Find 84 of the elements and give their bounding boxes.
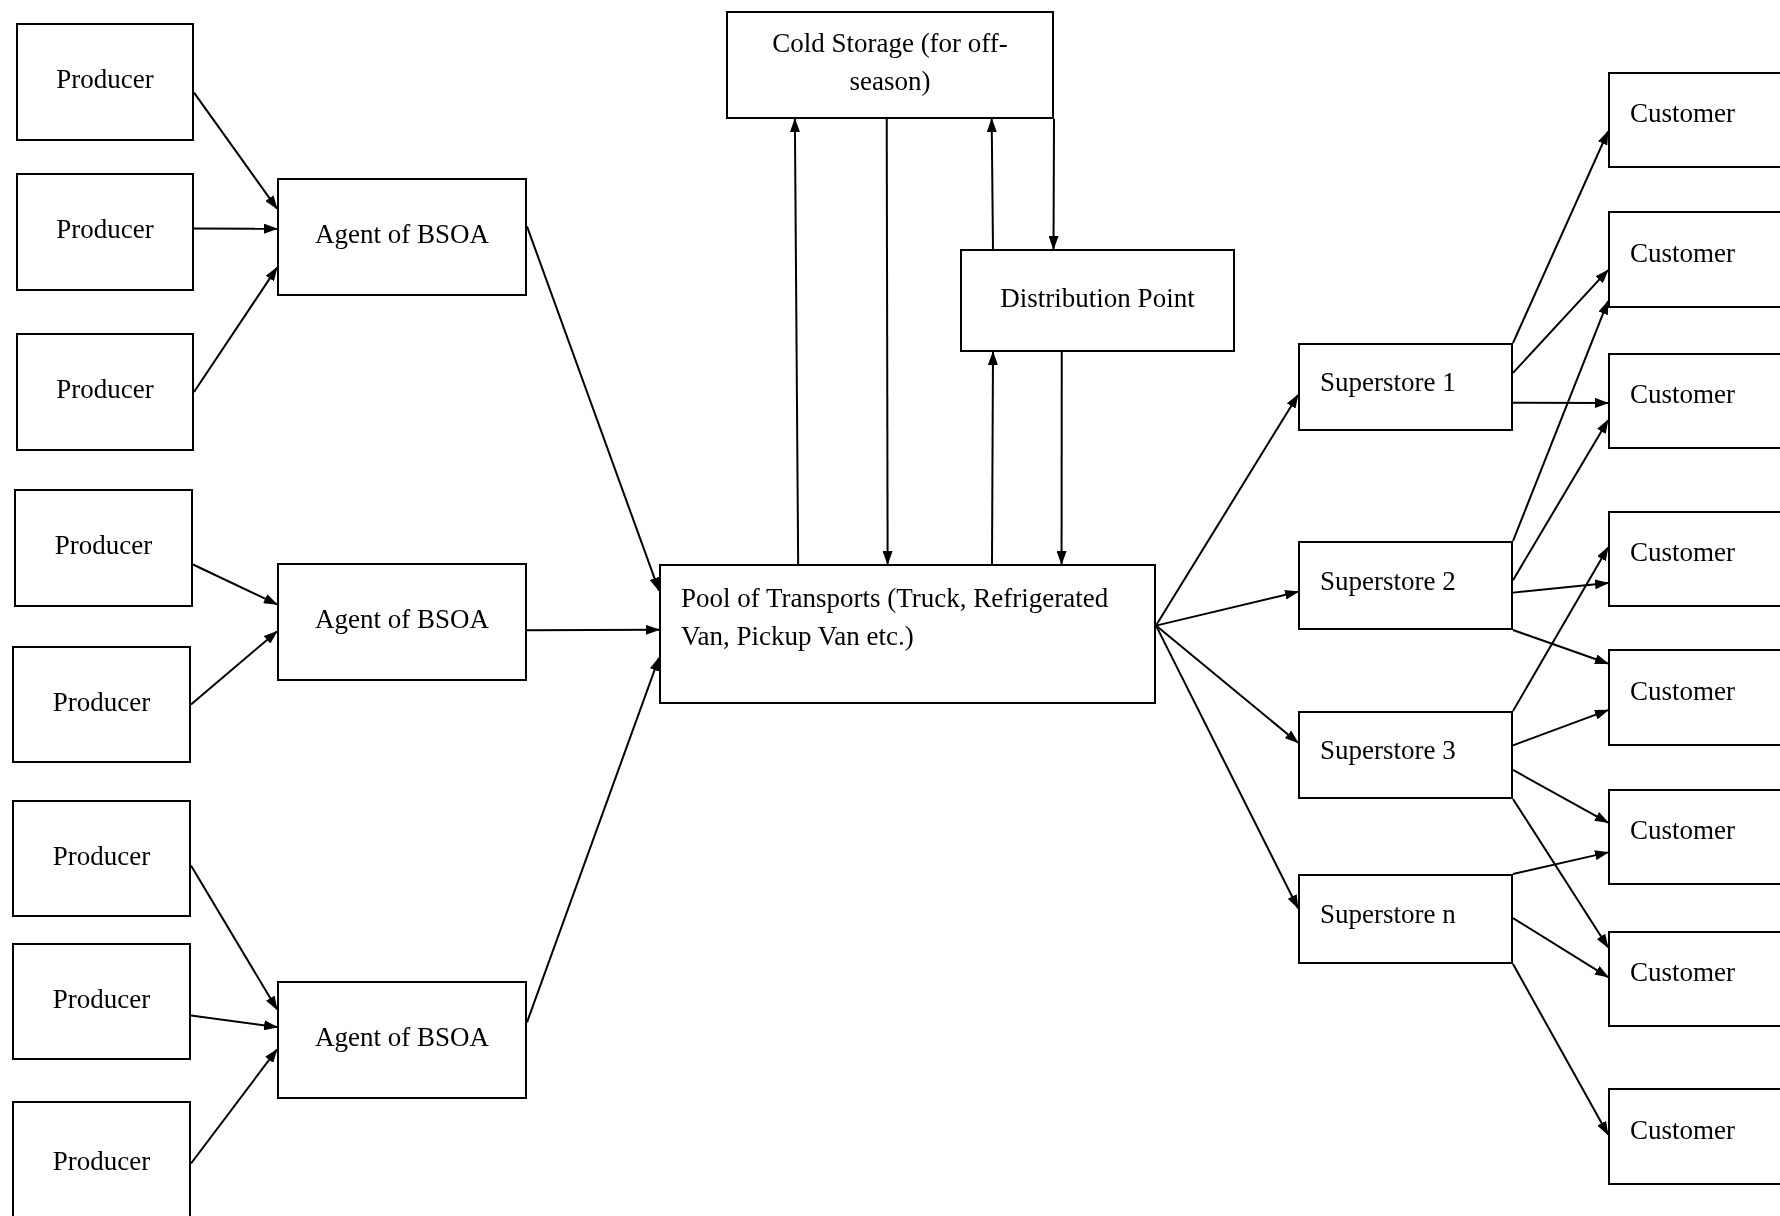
arrow	[1512, 397, 1609, 408]
process-box	[12, 943, 191, 1060]
process-box	[14, 489, 193, 607]
box-label: Producer	[52, 982, 151, 1016]
process-box	[16, 23, 194, 141]
process-box	[277, 178, 527, 296]
arrow	[1512, 579, 1609, 594]
process-box	[1298, 343, 1513, 431]
arrow	[1512, 130, 1609, 344]
arrow	[526, 624, 660, 635]
arrow	[1155, 393, 1299, 627]
process-box	[1608, 211, 1780, 308]
arrow	[1512, 709, 1609, 747]
process-box	[1298, 711, 1513, 799]
box-label: Customer	[1630, 814, 1735, 848]
arrow	[1512, 300, 1609, 542]
box-label: Producer	[52, 839, 151, 873]
box-label: Producer	[56, 213, 154, 247]
box-label: Superstore n	[1320, 898, 1456, 932]
box-label: Superstore 3	[1320, 734, 1456, 768]
box-label: Pool of Transports (Truck, Refrigerated Van, Pickup Van etc.)	[681, 582, 1110, 653]
arrow	[190, 864, 278, 1011]
process-box	[1608, 72, 1780, 168]
arrow	[1048, 118, 1059, 250]
arrow	[1512, 917, 1609, 979]
arrow	[1512, 963, 1609, 1136]
process-box	[1608, 511, 1780, 607]
process-box	[12, 646, 191, 763]
process-box	[1298, 541, 1513, 630]
arrow	[987, 351, 998, 565]
process-box	[16, 173, 194, 291]
box-label: Cold Storage (for off-season)	[771, 27, 1009, 98]
process-box	[1298, 874, 1513, 964]
arrow	[1155, 624, 1299, 744]
process-box	[1608, 649, 1780, 746]
box-label: Producer	[56, 373, 154, 407]
process-box	[1608, 353, 1780, 449]
arrow	[190, 1014, 278, 1031]
arrow	[1155, 589, 1299, 627]
process-box	[12, 1101, 191, 1216]
arrow	[193, 223, 278, 234]
box-label: Customer	[1630, 674, 1735, 708]
arrow	[190, 1048, 278, 1165]
process-box	[960, 249, 1235, 352]
process-box	[1608, 931, 1780, 1027]
process-box	[277, 563, 527, 681]
box-label: Customer	[1630, 236, 1735, 270]
arrow	[1512, 419, 1609, 582]
box-label: Customer	[1630, 97, 1735, 131]
arrow	[1512, 546, 1609, 712]
box-label: Agent of BSOA	[315, 218, 489, 252]
arrow	[1512, 850, 1609, 875]
arrow	[790, 118, 800, 565]
box-label: Customer	[1630, 536, 1735, 570]
box-label: Customer	[1630, 378, 1735, 412]
arrow	[1512, 798, 1609, 949]
box-label: Agent of BSOA	[315, 603, 489, 637]
process-box	[726, 11, 1054, 119]
arrow	[192, 563, 278, 606]
arrow	[1512, 768, 1609, 824]
box-label: Distribution Point	[1000, 281, 1195, 315]
arrow	[1056, 351, 1067, 565]
box-label: Superstore 1	[1320, 366, 1456, 400]
process-box	[277, 981, 527, 1099]
box-label: Producer	[52, 1144, 151, 1178]
arrow	[190, 630, 278, 706]
process-box	[659, 564, 1156, 704]
box-label: Customer	[1630, 956, 1735, 990]
process-box	[1608, 1088, 1780, 1185]
arrow	[986, 118, 997, 250]
arrow	[193, 266, 278, 393]
process-box	[1608, 789, 1780, 885]
box-label: Producer	[56, 63, 154, 97]
arrow	[1512, 269, 1609, 374]
box-label: Producer	[54, 529, 153, 563]
box-label: Agent of BSOA	[315, 1021, 489, 1055]
box-label: Customer	[1630, 1113, 1735, 1147]
process-box	[12, 800, 191, 917]
arrow	[193, 91, 278, 210]
arrow	[882, 118, 893, 565]
process-box	[16, 333, 194, 451]
box-label: Producer	[52, 685, 151, 719]
box-label: Superstore 2	[1320, 564, 1456, 598]
arrow	[1512, 629, 1609, 665]
